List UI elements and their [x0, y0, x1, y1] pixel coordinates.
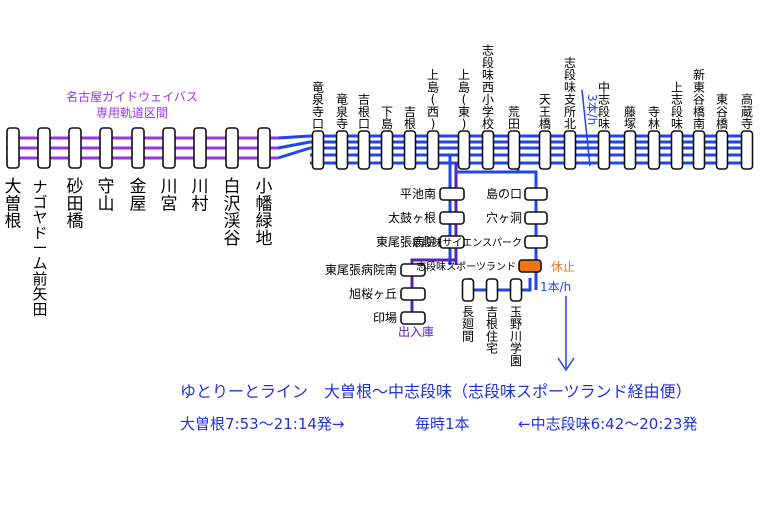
guideway-stations — [6, 127, 271, 169]
station-name-top-4: 吉根 — [404, 105, 416, 131]
station-marker-top-14 — [670, 130, 684, 170]
station-marker-guideway-4 — [131, 127, 145, 169]
station-marker-top-1 — [335, 130, 349, 170]
station-marker-top-8 — [507, 130, 521, 170]
station-name-top-1: 竜泉寺 — [336, 93, 348, 131]
station-marker-guideway-6 — [193, 127, 207, 169]
station-marker-top-15 — [692, 130, 706, 170]
station-name-right-1: 穴ヶ洞 — [486, 210, 522, 225]
station-marker-top-13 — [647, 130, 661, 170]
station-name-guideway-0: 大曽根 — [5, 177, 22, 232]
outbound-times: 大曽根7:53〜21:14発→ — [180, 415, 345, 433]
station-name-top-11: 中志段味 — [598, 79, 610, 131]
station-name-top-6: 上島(東) — [458, 68, 470, 131]
guideway-label-line2: 専用軌道区間 — [96, 105, 168, 120]
station-marker-bottom-1 — [485, 278, 499, 302]
station-marker-left-4 — [400, 287, 426, 301]
station-marker-right-0 — [524, 187, 548, 201]
station-name-guideway-1: ナゴヤドーム前矢田 — [32, 178, 47, 318]
suspended-label: 休止 — [551, 260, 575, 274]
station-name-top-3: 下島 — [381, 105, 393, 131]
station-name-right-0: 島の口 — [486, 186, 522, 201]
station-name-top-0: 竜泉寺口 — [312, 80, 324, 131]
station-marker-top-5 — [426, 130, 440, 170]
station-marker-guideway-7 — [225, 127, 239, 169]
station-name-guideway-5: 川宮 — [161, 177, 178, 214]
station-name-bottom-2: 玉野川学園 — [510, 305, 522, 368]
station-marker-left-0 — [439, 187, 465, 201]
station-marker-right-1 — [524, 211, 548, 225]
station-name-left-4: 旭桜ヶ丘 — [349, 287, 397, 301]
station-name-left-2: 東尾張病院 — [376, 234, 436, 249]
station-marker-guideway-0 — [6, 127, 20, 169]
station-name-left-3: 東尾張病院南 — [325, 262, 397, 277]
station-name-left-1: 太鼓ヶ根 — [388, 210, 436, 225]
station-name-top-13: 寺林 — [648, 105, 660, 131]
station-name-guideway-7: 白沢渓谷 — [224, 177, 241, 249]
station-marker-top-11 — [597, 130, 611, 170]
station-marker-top-16 — [715, 130, 729, 170]
station-marker-guideway-2 — [68, 127, 82, 169]
frequency-bottom-label: 1本/h — [540, 280, 571, 294]
station-marker-guideway-8 — [257, 127, 271, 169]
frequency-arrow — [557, 89, 591, 372]
station-name-left-5: 印場 — [373, 311, 397, 325]
top-stations — [311, 130, 754, 170]
inbound-times: ←中志段味6:42〜20:23発 — [518, 415, 698, 433]
guideway-label-line1: 名古屋ガイドウェイバス — [66, 89, 198, 104]
station-marker-top-7 — [481, 130, 495, 170]
station-name-top-9: 天王橋 — [539, 93, 551, 131]
station-marker-left-3 — [400, 263, 426, 277]
station-name-guideway-3: 守山 — [98, 177, 115, 214]
station-marker-guideway-5 — [162, 127, 176, 169]
station-marker-left-1 — [439, 211, 465, 225]
station-marker-top-2 — [357, 130, 371, 170]
station-name-top-16: 東谷橋 — [716, 93, 728, 131]
frequency-top-label: 3本/h — [585, 94, 599, 125]
station-marker-top-17 — [740, 130, 754, 170]
station-name-guideway-2: 砂田橋 — [67, 177, 84, 232]
station-name-top-2: 吉根口 — [358, 93, 370, 131]
station-marker-top-3 — [380, 130, 394, 170]
station-marker-guideway-3 — [99, 127, 113, 169]
station-marker-top-10 — [563, 130, 577, 170]
station-name-top-5: 上島(西) — [427, 68, 439, 131]
station-marker-right-2 — [524, 235, 548, 249]
route-title: ゆとりーとライン 大曽根〜中志段味（志段味スポーツランド経由便） — [180, 382, 692, 401]
station-marker-right-3 — [518, 259, 542, 273]
station-name-left-0: 平池南 — [400, 186, 436, 201]
station-name-guideway-4: 金屋 — [130, 177, 147, 214]
station-marker-top-9 — [538, 130, 552, 170]
station-name-guideway-8: 小幡緑地 — [256, 177, 273, 249]
station-marker-bottom-2 — [509, 278, 523, 302]
transition-lines — [277, 134, 311, 160]
station-name-top-8: 荒田 — [508, 105, 520, 131]
station-marker-top-4 — [403, 130, 417, 170]
station-name-right-2: 志段味サイエンスパーク — [412, 236, 522, 249]
station-name-right-3: 志段味スポーツランド — [416, 260, 516, 273]
station-name-top-14: 上志段味 — [671, 80, 683, 131]
station-name-top-7: 志段味西小学校 — [482, 44, 494, 131]
station-marker-top-0 — [311, 130, 325, 170]
station-name-top-10: 志段味支所北 — [564, 56, 576, 131]
station-name-bottom-1: 吉根住宅 — [486, 305, 498, 356]
hourly-frequency: 毎時1本 — [415, 415, 470, 433]
station-name-bottom-0: 長廻間 — [462, 305, 474, 343]
station-marker-left-5 — [400, 311, 426, 325]
station-marker-top-6 — [457, 130, 471, 170]
station-marker-left-2 — [439, 235, 465, 249]
depot-label: 出入庫 — [398, 325, 434, 339]
station-name-top-17: 高蔵寺 — [741, 92, 753, 131]
station-marker-bottom-0 — [461, 278, 475, 302]
station-name-top-15: 新東谷橋南 — [693, 67, 705, 131]
station-name-top-12: 藤塚 — [624, 105, 636, 131]
station-name-guideway-6: 川村 — [192, 177, 209, 214]
station-marker-top-12 — [623, 130, 637, 170]
station-marker-guideway-1 — [37, 127, 51, 169]
